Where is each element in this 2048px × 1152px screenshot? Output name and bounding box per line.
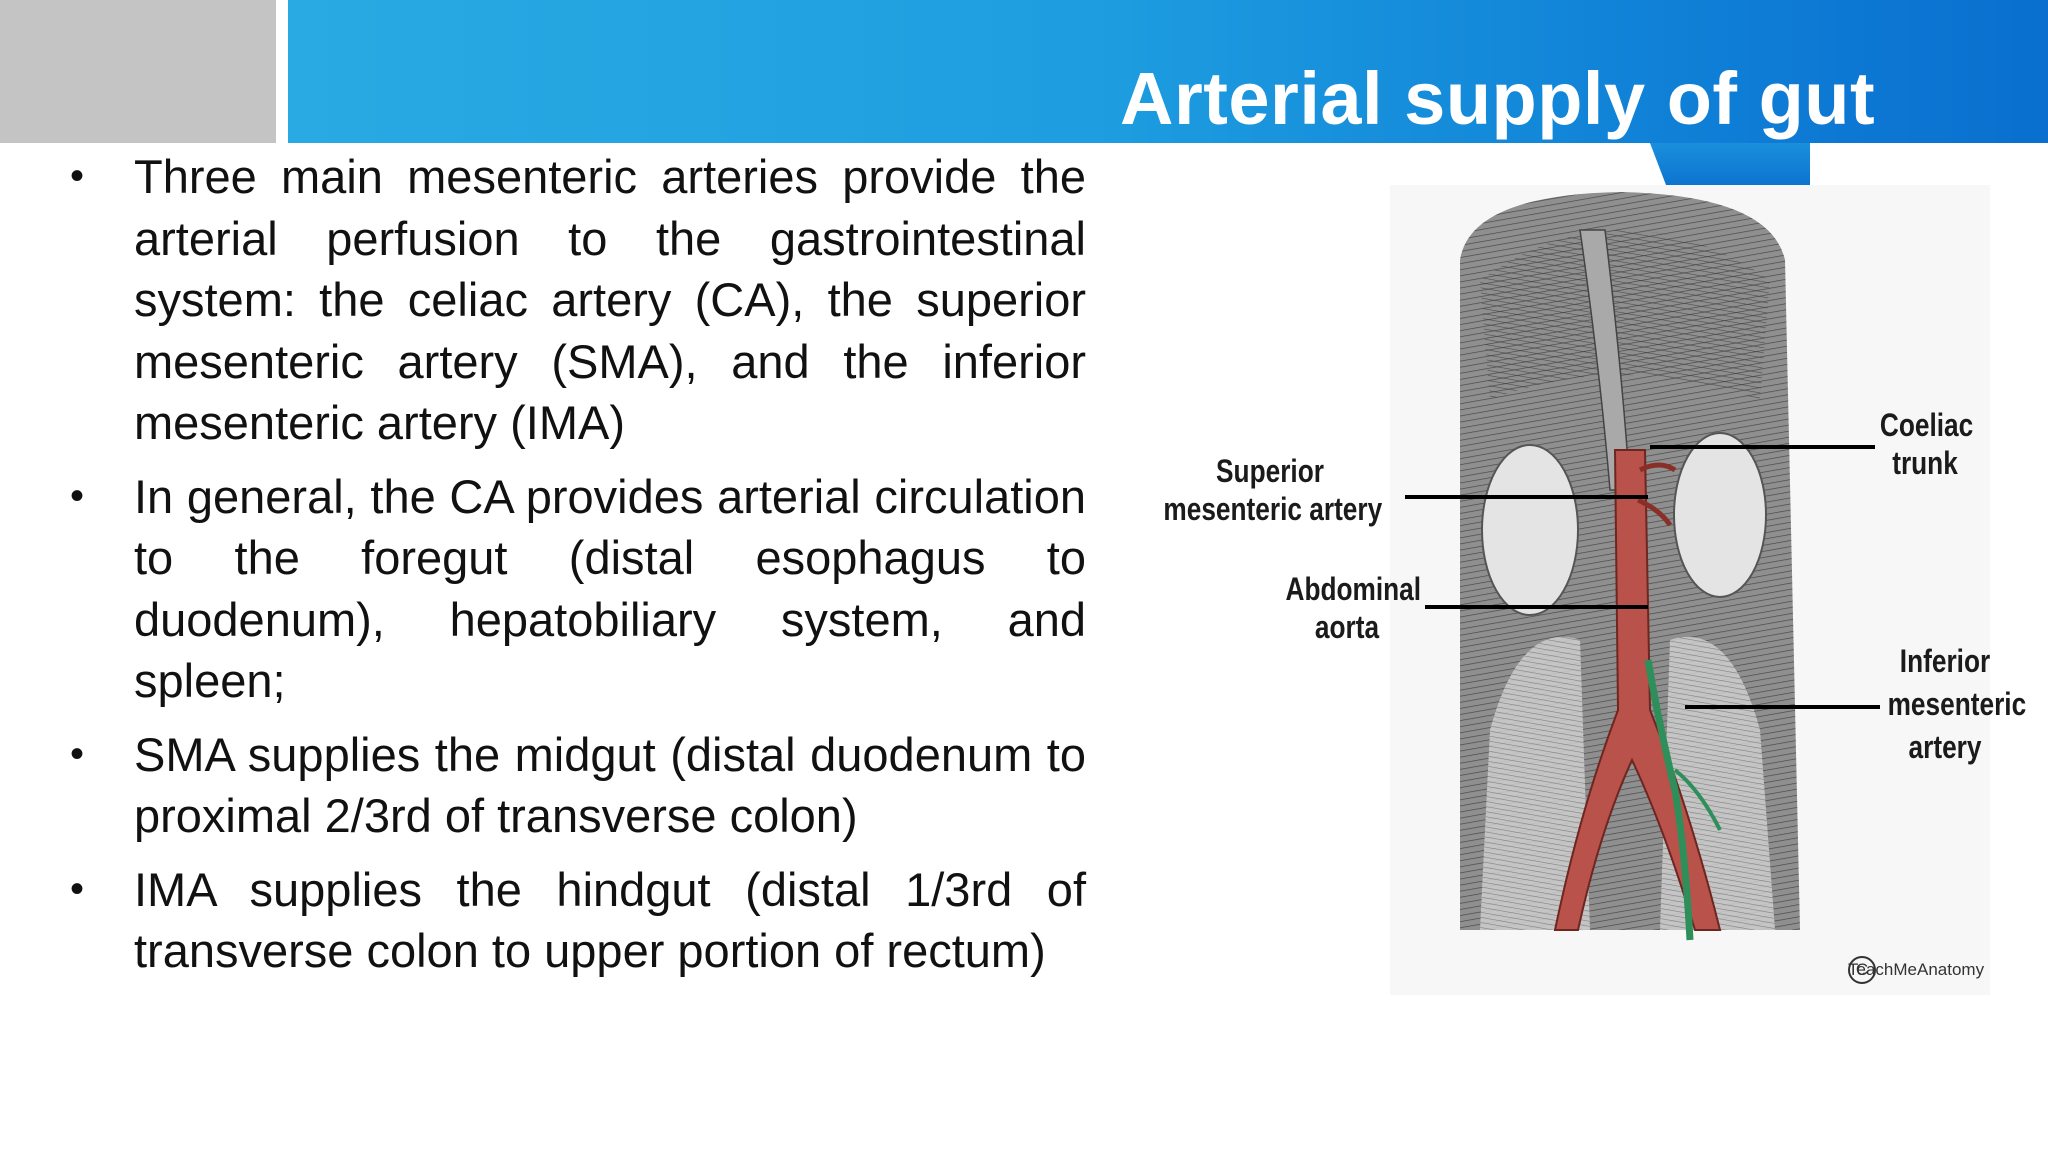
label-coeliac-line1: Coeliac [1879, 407, 1974, 443]
sma-branch [1636, 497, 1673, 527]
label-aorta: Abdominal aorta [1285, 570, 1422, 646]
inferior-mesenteric-artery [1644, 659, 1694, 941]
bullet-dot: • [70, 866, 85, 911]
bullet-text: SMA supplies the midgut (distal duodenum… [134, 727, 1086, 843]
diaphragm [1480, 230, 1770, 400]
slide-title: Arterial supply of gut [1120, 57, 1876, 140]
bullet-item: • IMA supplies the hindgut (distal 1/3rd … [70, 859, 1086, 982]
abdomen-illustration [1390, 185, 1990, 995]
label-sma-line1: Superior [1216, 453, 1324, 489]
right-kidney [1673, 432, 1767, 598]
watermark-text: TeachMeAnatomy [1848, 960, 1985, 979]
label-ima-line3: artery [1908, 729, 1982, 765]
bullet-item: • In general, the CA provides arterial ci… [70, 466, 1086, 712]
bullet-item: • Three main mesenteric arteries provide … [70, 146, 1086, 454]
bullet-text: Three main mesenteric arteries provide t… [134, 150, 1086, 449]
bullet-text: IMA supplies the hindgut (distal 1/3rd o… [134, 862, 1086, 978]
coeliac-trunk-branch [1638, 462, 1677, 473]
bullet-dot: • [70, 731, 85, 776]
psoas-texture-left [1480, 636, 1590, 930]
bullet-text: In general, the CA provides arterial cir… [134, 469, 1086, 708]
label-ima-line2: mesenteric [1887, 686, 2027, 722]
header-bar [288, 0, 2048, 143]
header-tab-accent [1650, 143, 1810, 185]
label-ima: Inferior mesenteric artery [1887, 640, 2027, 769]
header-gray-block [0, 0, 276, 143]
bullet-dot: • [70, 154, 85, 198]
bullet-dot: • [70, 473, 85, 518]
bullet-list: • Three main mesenteric arteries provide … [70, 146, 1086, 994]
label-sma-line2: mesenteric artery [1163, 491, 1383, 527]
bullet-item: • SMA supplies the midgut (distal duodenu… [70, 724, 1086, 847]
label-sma: Superior mesenteric artery [1163, 452, 1383, 528]
label-coeliac-line2: trunk [1892, 445, 1958, 481]
label-aorta-line1: Abdominal [1285, 571, 1422, 607]
copyright-icon: C [1848, 956, 1876, 984]
watermark: C TeachMeAnatomy [1848, 956, 1984, 984]
anatomy-figure: Superior mesenteric artery Coeliac trunk… [1160, 170, 2030, 1010]
label-coeliac: Coeliac trunk [1879, 406, 1974, 482]
label-aorta-line2: aorta [1314, 609, 1380, 645]
label-ima-line1: Inferior [1899, 643, 1991, 679]
ima-branch [1673, 768, 1722, 831]
left-kidney [1481, 444, 1579, 616]
